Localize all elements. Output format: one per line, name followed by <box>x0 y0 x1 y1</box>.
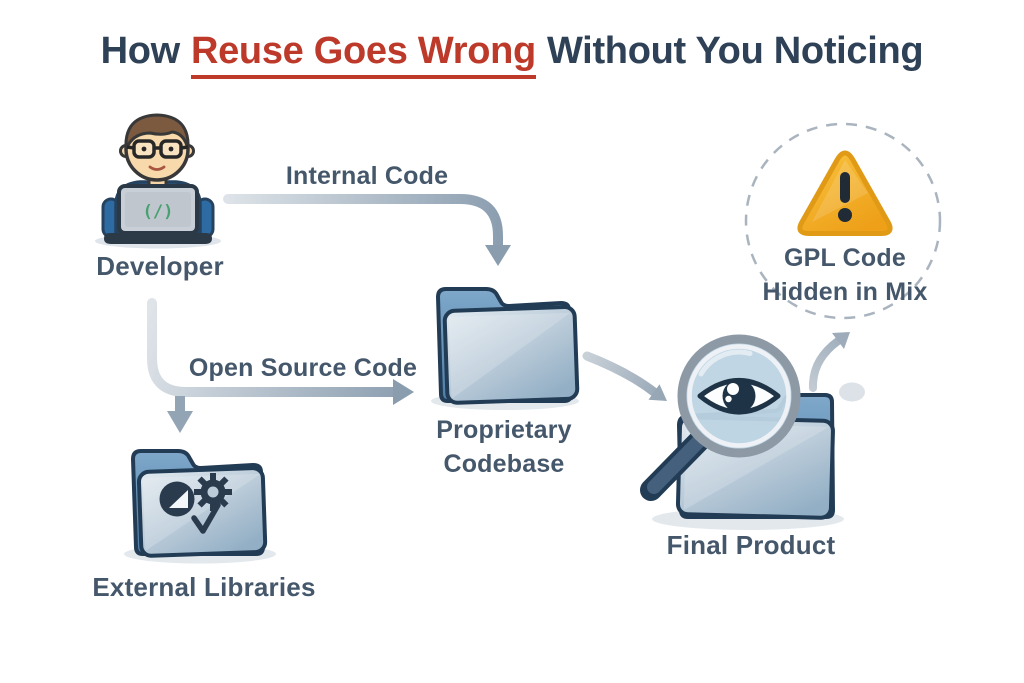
edge-label-open-source-code: Open Source Code <box>188 354 418 382</box>
check-icon <box>191 502 221 534</box>
node-label-final-product: Final Product <box>666 530 836 560</box>
label-line: Hidden in Mix <box>762 278 928 306</box>
dashed-circle <box>744 122 942 320</box>
title-highlight: Reuse Goes Wrong <box>190 31 536 79</box>
title-prefix: How <box>100 30 181 72</box>
node-label-gpl-warning: GPL Code Hidden in Mix <box>762 241 927 309</box>
arrowhead-down-icon <box>485 245 511 266</box>
proprietary-codebase-folder-icon <box>431 287 580 410</box>
page-title: How Reuse Goes Wrong Without You Noticin… <box>0 30 1024 79</box>
arrowhead-up-icon <box>832 332 850 349</box>
warning-triangle-icon <box>797 150 893 236</box>
label-line: Proprietary <box>436 416 572 444</box>
edge-codebase-to-final <box>582 351 667 401</box>
node-label-external-libraries: External Libraries <box>92 572 316 602</box>
edge-internal-code <box>223 194 511 266</box>
arrowhead-right-icon <box>393 379 414 405</box>
label-line: GPL Code <box>783 244 906 272</box>
motion-dot <box>839 382 865 402</box>
node-label-proprietary-codebase: Proprietary Codebase <box>436 413 572 481</box>
developer-avatar-icon: (/) <box>95 113 221 249</box>
eye-icon <box>697 378 781 415</box>
edge-label-internal-code: Internal Code <box>285 162 449 190</box>
node-label-developer: Developer <box>96 251 224 281</box>
arrowhead-icon <box>648 384 667 401</box>
arrowhead-down-icon <box>167 411 193 433</box>
laptop-icon: (/) <box>104 184 212 244</box>
gear-icon <box>194 473 232 511</box>
external-libraries-folder-icon <box>124 449 276 564</box>
label-line: Codebase <box>443 450 565 478</box>
edge-open-source-code <box>147 298 414 433</box>
edge-final-to-warning <box>808 332 865 402</box>
magnifier-eye-icon <box>640 334 801 501</box>
gpl-warning-bubble <box>744 122 942 320</box>
title-suffix: Without You Noticing <box>546 30 924 72</box>
laptop-screen-code: (/) <box>143 202 174 222</box>
chart-icon <box>159 481 195 517</box>
